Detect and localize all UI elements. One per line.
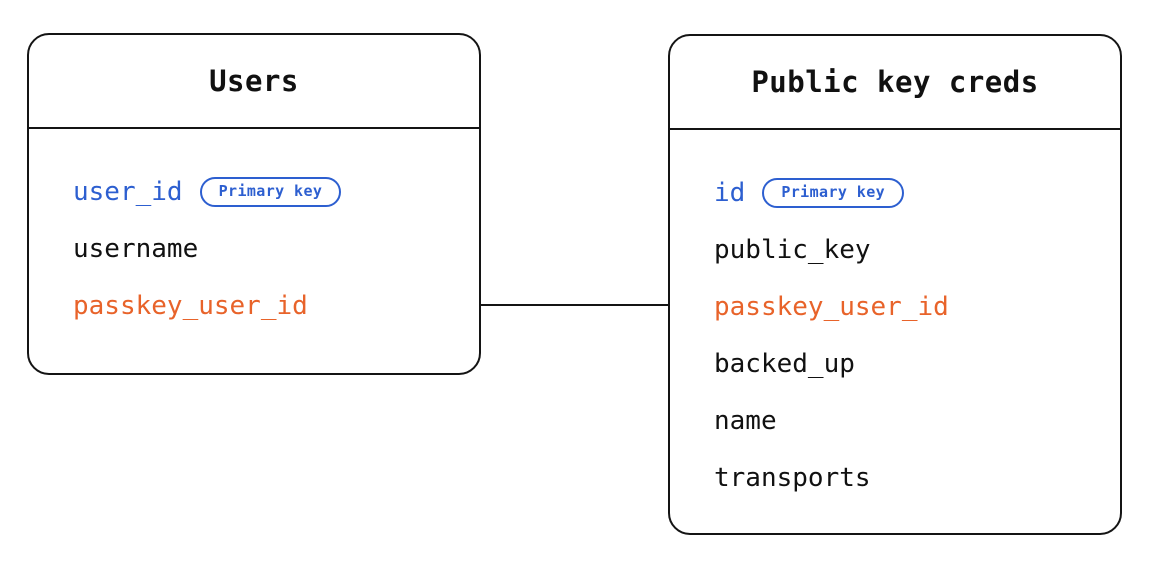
primary-key-badge: Primary key bbox=[199, 176, 342, 207]
field-row[interactable]: public_key bbox=[714, 221, 1120, 278]
field-name-id: id bbox=[714, 177, 746, 208]
entity-header-public-key-creds: Public key creds bbox=[670, 36, 1120, 130]
field-row[interactable]: user_id Primary key bbox=[73, 163, 479, 220]
field-row[interactable]: username bbox=[73, 220, 479, 277]
field-row[interactable]: passkey_user_id bbox=[714, 278, 1120, 335]
field-row[interactable]: name bbox=[714, 392, 1120, 449]
field-name-public-key: public_key bbox=[714, 234, 871, 265]
entity-field-list-users: user_id Primary key username passkey_use… bbox=[29, 129, 479, 334]
field-name-backed-up: backed_up bbox=[714, 348, 855, 379]
entity-title: Users bbox=[209, 64, 299, 98]
field-name-passkey-user-id: passkey_user_id bbox=[73, 290, 308, 321]
field-name-passkey-user-id: passkey_user_id bbox=[714, 291, 949, 322]
entity-header-users: Users bbox=[29, 35, 479, 129]
entity-box-users[interactable]: Users user_id Primary key username passk… bbox=[27, 33, 481, 375]
primary-key-badge-label: Primary key bbox=[781, 183, 886, 201]
primary-key-badge: Primary key bbox=[762, 177, 905, 208]
field-row[interactable]: passkey_user_id bbox=[73, 277, 479, 334]
field-row[interactable]: id Primary key bbox=[714, 164, 1120, 221]
primary-key-badge-label: Primary key bbox=[218, 182, 323, 200]
field-name-user-id: user_id bbox=[73, 176, 183, 207]
relationship-connector-users-to-public-key-creds bbox=[481, 304, 668, 306]
field-name-transports: transports bbox=[714, 462, 871, 493]
entity-field-list-public-key-creds: id Primary key public_key passkey_user_i… bbox=[670, 130, 1120, 506]
field-name-username: username bbox=[73, 233, 199, 264]
entity-box-public-key-creds[interactable]: Public key creds id Primary key public_k… bbox=[668, 34, 1122, 535]
field-row[interactable]: transports bbox=[714, 449, 1120, 506]
entity-title: Public key creds bbox=[751, 65, 1039, 99]
field-name-name: name bbox=[714, 405, 777, 436]
field-row[interactable]: backed_up bbox=[714, 335, 1120, 392]
